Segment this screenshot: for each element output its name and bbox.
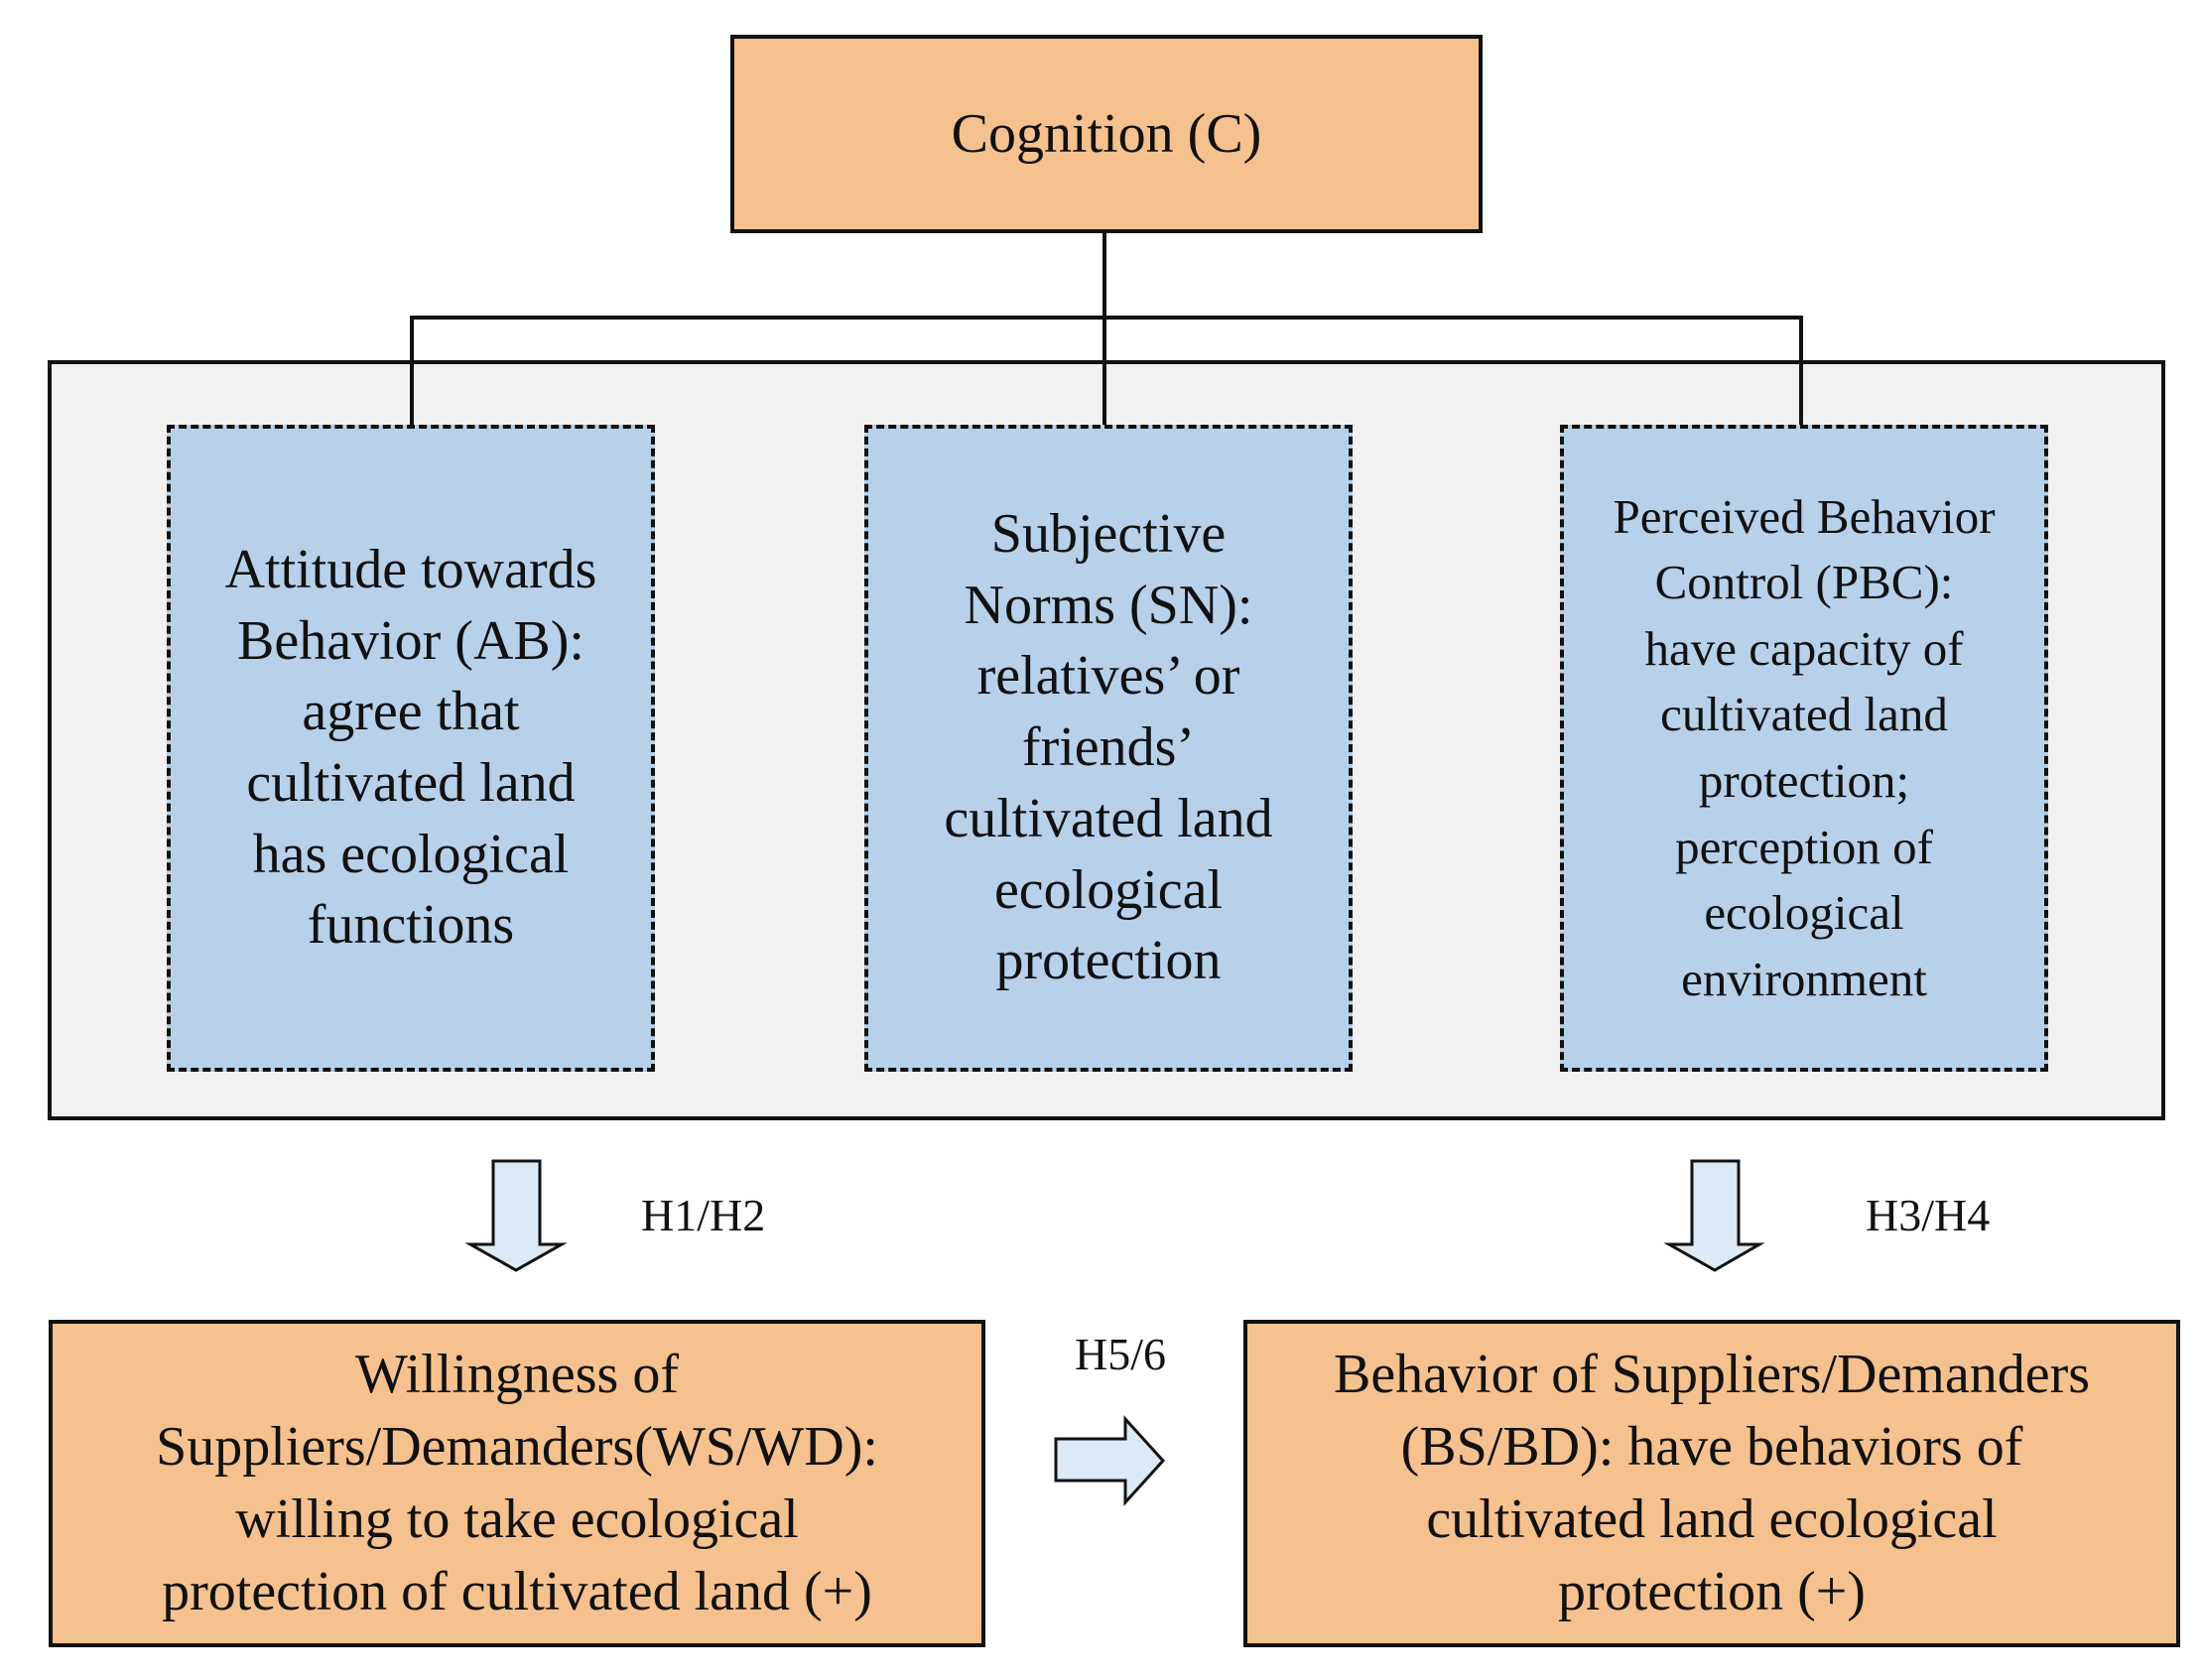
arrow-label-middle: H5/6 [1075,1329,1166,1379]
behavior-text: Behavior of Suppliers/Demanders (BS/BD):… [1333,1344,2091,1622]
down-arrow-right-icon [1663,1159,1765,1272]
arrow-label-right: H3/H4 [1866,1190,1991,1240]
factor-attitude-box: Attitude towards Behavior (AB): agree th… [167,425,655,1072]
factor-perceived-control-box: Perceived Behavior Control (PBC): have c… [1560,425,2048,1072]
arrow-label-left: H1/H2 [641,1190,766,1240]
factor-perceived-control-text: Perceived Behavior Control (PBC): have c… [1613,488,1996,1006]
factor-subjective-norms-text: Subjective Norms (SN): relatives’ or fri… [944,503,1273,992]
cognition-node: Cognition (C) [730,35,1483,233]
behavior-node: Behavior of Suppliers/Demanders (BS/BD):… [1243,1320,2180,1647]
factor-subjective-norms-box: Subjective Norms (SN): relatives’ or fri… [864,425,1353,1072]
down-arrow-left-icon [464,1159,568,1272]
right-arrow-middle-icon [1054,1415,1166,1506]
cognition-label: Cognition (C) [951,103,1262,165]
factor-attitude-text: Attitude towards Behavior (AB): agree th… [224,538,597,957]
willingness-text: Willingness of Suppliers/Demanders(WS/WD… [156,1344,878,1622]
willingness-node: Willingness of Suppliers/Demanders(WS/WD… [49,1320,985,1647]
